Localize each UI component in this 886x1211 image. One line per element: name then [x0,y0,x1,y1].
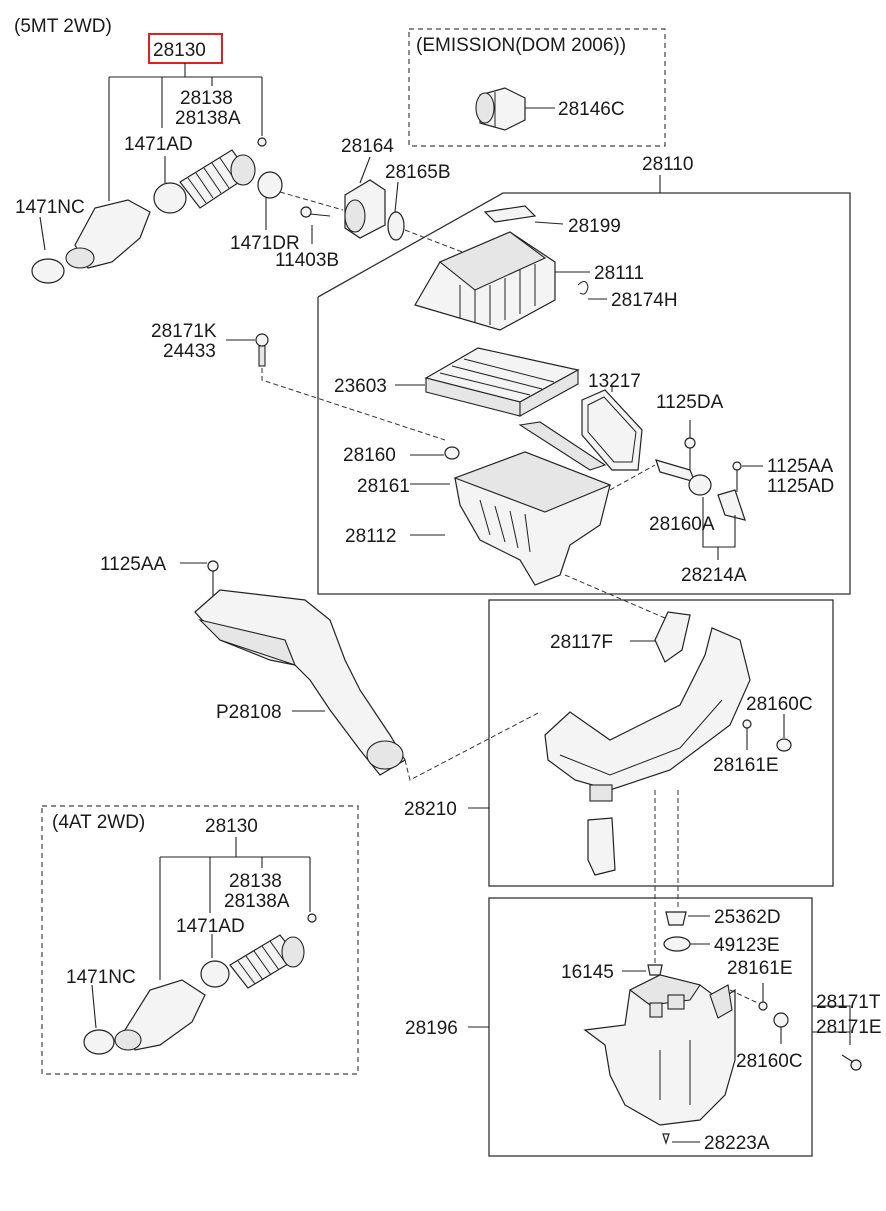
cap-25362d [665,911,687,926]
grommet-28160 [444,446,460,460]
label-28110: 28110 [642,154,693,175]
clamp-1471nc [31,258,65,284]
grommet-28160a [688,474,712,496]
label-28117f: 28117F [550,632,613,653]
label-28171k: 28171K [151,321,217,342]
label-28160: 28160 [343,445,396,466]
label-28210: 28210 [404,799,457,820]
grommet-28160c-mid [776,738,792,752]
gasket-28117f [654,611,691,663]
emission-frame [408,28,666,147]
label-13217: 13217 [588,371,641,392]
label-28138a-top: 28138A [175,108,241,129]
label-28196: 28196 [405,1018,458,1039]
label-11403b: 11403B [275,250,339,271]
section-title-5mt-2wd: (5MT 2WD) [14,16,112,37]
air-cleaner-frame [317,192,851,595]
label-28130-bot: 28130 [205,816,258,837]
label-1471nc-bot: 1471NC [66,967,136,988]
intake-hose-group-5mt [31,63,471,284]
label-28161e-mid: 28161E [713,755,779,776]
bolt-28161e-bot [758,1001,768,1011]
section-title-emission: (EMISSION(DOM 2006)) [416,35,626,56]
label-28160c-bot: 28160C [736,1051,803,1072]
air-duct-4at [124,979,206,1051]
clip-28223a [662,1133,670,1145]
clamp-1471dr [257,171,283,199]
sensor-28146c [475,87,555,131]
label-28214a: 28214A [681,565,747,586]
bolt-28161e-mid [742,719,752,729]
label-28171t: 28171T [816,992,881,1013]
label-1125ad-right: 1125AD [767,476,834,497]
label-28171e: 28171E [816,1017,882,1038]
label-1125da: 1125DA [656,392,724,413]
bolt-1125da [684,437,696,449]
bolt-1125aa-left [207,560,219,572]
section-title-4at-2wd: (4AT 2WD) [52,812,145,833]
label-1125aa-right: 1125AA [767,456,834,477]
label-28164: 28164 [341,136,394,157]
grommet-16145 [647,964,663,976]
label-28146c: 28146C [558,99,625,120]
bolt-28171k [255,333,269,347]
label-1471dr: 1471DR [230,233,300,254]
label-49123e: 49123E [714,935,780,956]
label-1471nc-top: 1471NC [15,197,85,218]
label-25362d: 25362D [714,907,781,928]
label-28174h: 28174H [611,290,678,311]
label-28160c-mid: 28160C [746,694,813,715]
resonator-28210 [544,627,751,791]
grommet-28160c-bot [773,1012,789,1028]
bolt-1125aa-right [732,461,742,471]
label-p28108: P28108 [216,702,282,723]
label-1471ad-top: 1471AD [124,134,193,155]
label-1471ad-bot: 1471AD [176,916,245,937]
seal-49123e [663,936,691,952]
clamp-1471nc-4at [83,1029,115,1055]
label-23603: 23603 [334,376,387,397]
clamp-1471ad-4at [200,960,230,988]
label-28138a-bot: 28138A [224,891,290,912]
label-24433: 24433 [163,341,216,362]
at-2wd-frame [41,805,359,1075]
clamp-1471ad [153,182,187,214]
label-28199: 28199 [568,216,621,237]
seal-13217 [581,389,643,471]
label-28138-bot: 28138 [229,871,282,892]
bolt-28171t [850,1059,862,1071]
gasket-28165b [387,211,405,241]
label-28223a: 28223A [704,1133,770,1154]
label-28165b: 28165B [385,162,451,183]
label-28111: 28111 [594,263,644,284]
bolt-28138a-4at [307,913,317,923]
bolt-11403b [300,206,312,218]
label-28161: 28161 [357,476,410,497]
label-28138-top: 28138 [180,88,233,109]
label-28161e-bot: 28161E [727,958,793,979]
bolt-28138a [257,137,267,147]
bracket-28214a [655,459,697,483]
label-28160a: 28160A [649,514,715,535]
label-16145: 16145 [561,962,614,983]
intake-hose-group-4at [83,837,317,1055]
label-1125aa-left: 1125AA [100,554,167,575]
air-duct-5mt [74,199,151,269]
label-28112: 28112 [345,526,396,547]
clip-28174h [577,281,589,295]
label-plate-28199 [483,205,537,223]
label-28130-top: 28130 [153,40,206,61]
resonator-frame [488,599,834,887]
